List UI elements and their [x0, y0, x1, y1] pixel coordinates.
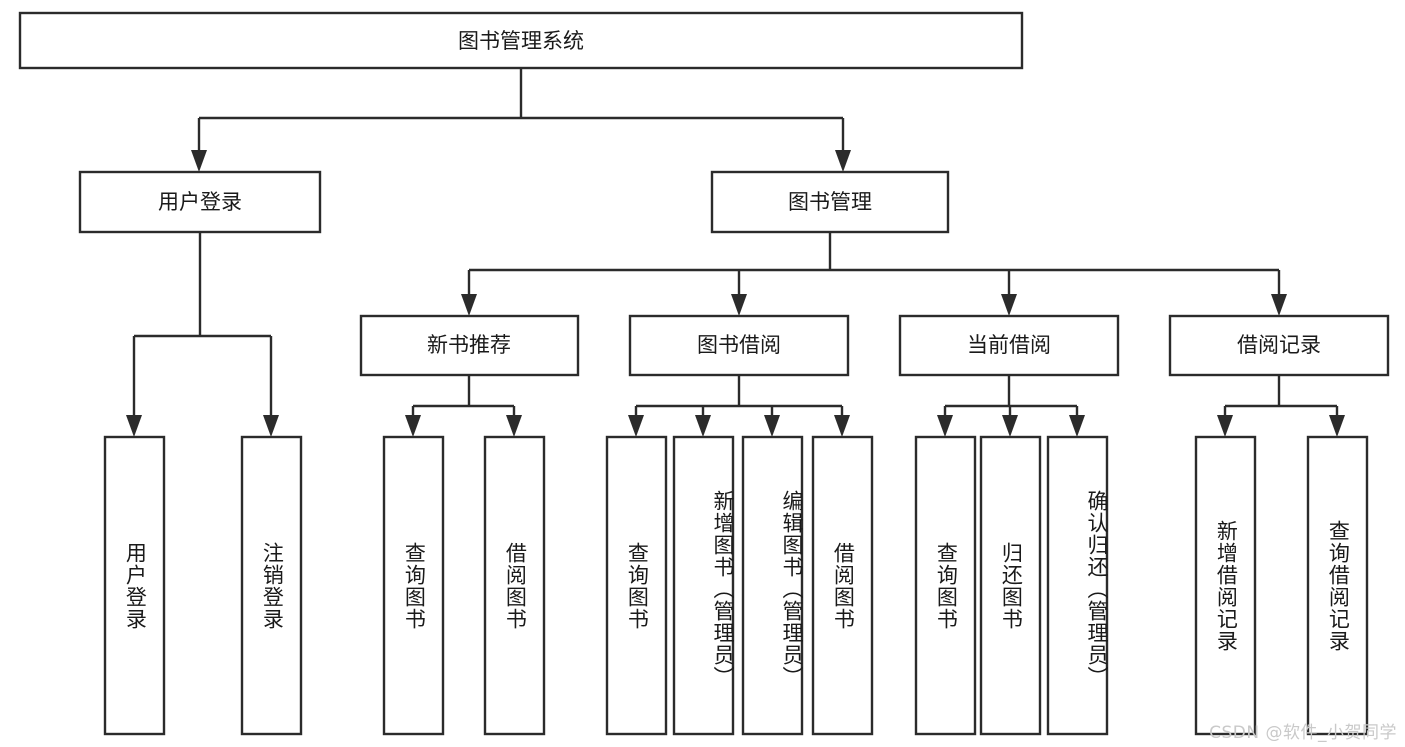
arrow-book-manage-to-borrow: [731, 294, 747, 316]
node-book-manage[interactable]: [710, 170, 950, 234]
node-leaf-borrow-book-1[interactable]: [483, 435, 546, 736]
arrow-borrow-to-leaf-1: [628, 415, 644, 437]
node-book-manage-label: 图书管理: [788, 190, 872, 214]
arrow-book-manage-to-recommend: [461, 294, 477, 316]
arrow-borrow-to-leaf-3: [764, 415, 780, 437]
arrow-current-to-leaf-2: [1002, 415, 1018, 437]
arrow-book-manage-to-record: [1271, 294, 1287, 316]
node-new-book-recommend[interactable]: [359, 314, 580, 377]
node-book-borrow[interactable]: [628, 314, 850, 377]
arrow-recommend-to-leaf-1: [405, 415, 421, 437]
arrow-user-login-to-leaf-1: [126, 415, 142, 437]
arrow-borrow-to-leaf-2: [695, 415, 711, 437]
arrow-root-to-book-manage: [835, 150, 851, 172]
node-leaf-add-record[interactable]: [1194, 435, 1257, 736]
arrow-borrow-to-leaf-4: [834, 415, 850, 437]
node-current-borrow-label: 当前借阅: [967, 333, 1051, 357]
node-new-book-recommend-label: 新书推荐: [427, 333, 511, 357]
node-leaf-edit-book[interactable]: [741, 435, 804, 736]
node-leaf-logout-login[interactable]: [240, 435, 303, 736]
node-current-borrow[interactable]: [898, 314, 1120, 377]
node-book-management-system[interactable]: [18, 11, 1024, 70]
arrow-record-to-leaf-2: [1329, 415, 1345, 437]
node-borrow-record[interactable]: [1168, 314, 1390, 377]
arrow-user-login-to-leaf-2: [263, 415, 279, 437]
node-user-login-label: 用户登录: [158, 190, 242, 214]
node-book-borrow-label: 图书借阅: [697, 333, 781, 357]
node-leaf-borrow-book-2[interactable]: [811, 435, 874, 736]
node-book-management-system-label: 图书管理系统: [458, 29, 584, 53]
node-leaf-query-book-1[interactable]: [382, 435, 445, 736]
node-leaf-user-login[interactable]: [103, 435, 166, 736]
arrow-root-to-user-login: [191, 150, 207, 172]
node-leaf-query-record[interactable]: [1306, 435, 1369, 736]
node-leaf-query-book-3[interactable]: [914, 435, 977, 736]
node-leaf-return-book[interactable]: [979, 435, 1042, 736]
arrow-current-to-leaf-1: [937, 415, 953, 437]
arrow-record-to-leaf-1: [1217, 415, 1233, 437]
node-leaf-query-book-2[interactable]: [605, 435, 668, 736]
node-leaf-confirm-return[interactable]: [1046, 435, 1109, 736]
csdn-watermark: CSDN @软件_小贺同学: [1209, 723, 1397, 743]
node-borrow-record-label: 借阅记录: [1237, 333, 1321, 357]
arrow-book-manage-to-current: [1001, 294, 1017, 316]
arrow-recommend-to-leaf-2: [506, 415, 522, 437]
arrow-current-to-leaf-3: [1069, 415, 1085, 437]
node-leaf-add-book[interactable]: [672, 435, 735, 736]
